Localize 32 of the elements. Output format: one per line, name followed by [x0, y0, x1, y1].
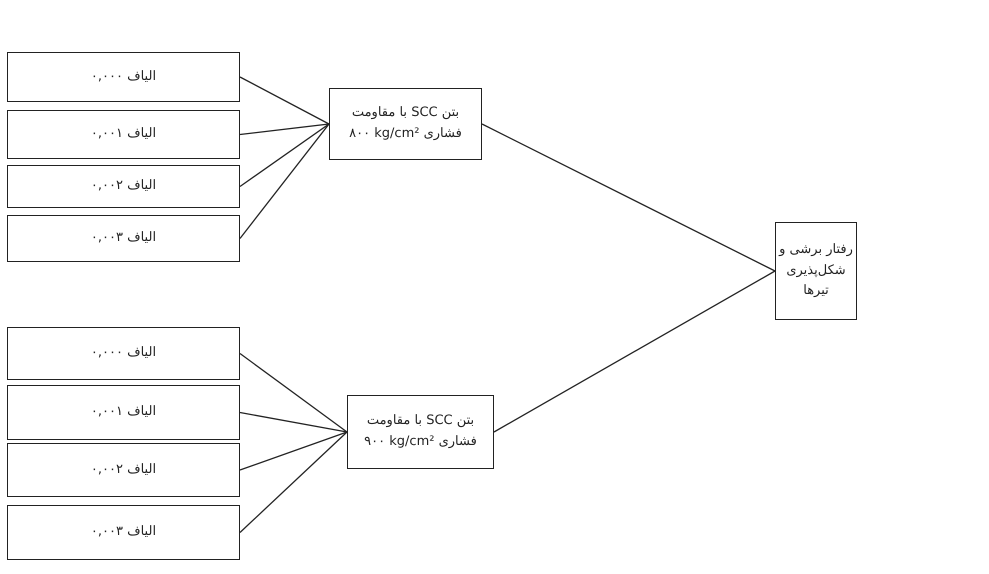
connector-line	[482, 123, 776, 272]
process-box	[7, 327, 240, 380]
box-text: الیاف ٠,٠٠٣	[90, 229, 158, 248]
box-text: الیاف ٠,٠٠٠	[90, 344, 158, 362]
box-text: رفتار برشی و شکل‌پذیری تیرها	[778, 240, 854, 300]
connector-line	[240, 432, 348, 533]
connector-line	[494, 270, 776, 433]
process-box	[347, 395, 494, 469]
box-text: بتن SCC با مقاومت فشاری kg/cm² ٩٠٠	[363, 412, 478, 451]
connector-line	[240, 123, 330, 188]
process-box	[7, 385, 240, 440]
connector-line	[240, 123, 330, 136]
process-box	[7, 505, 240, 560]
process-box	[7, 110, 240, 159]
connector-line	[240, 352, 348, 433]
process-box	[7, 443, 240, 497]
process-box	[7, 165, 240, 208]
box-text: الیاف ٠,٠٠٢	[90, 460, 158, 479]
process-box	[7, 52, 240, 102]
box-text: الیاف ٠,٠٠١	[90, 125, 158, 144]
box-text: الیاف ٠,٠٠٣	[90, 523, 158, 542]
connector-line	[240, 76, 330, 125]
box-text: الیاف ٠,٠٠٠	[90, 68, 158, 86]
process-box	[329, 88, 482, 160]
box-text: الیاف ٠,٠٠١	[90, 403, 158, 422]
process-box	[775, 222, 857, 320]
process-box	[7, 215, 240, 262]
connector-line	[239, 124, 330, 239]
connector-line	[240, 431, 348, 471]
connector-line	[240, 412, 348, 433]
box-text: الیاف ٠,٠٠٢	[90, 177, 158, 196]
box-text: بتن SCC با مقاومت فشاری kg/cm² ٨٠٠	[348, 104, 463, 143]
